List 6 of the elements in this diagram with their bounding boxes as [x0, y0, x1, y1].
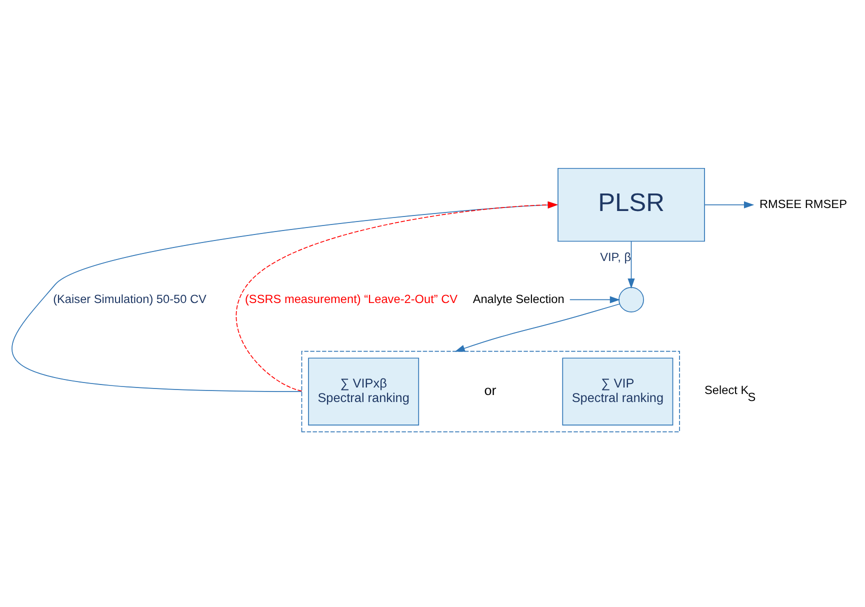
node-text: Analyte Selection — [472, 292, 564, 306]
label: or — [484, 382, 496, 398]
edge-label: (SSRS measurement) “Leave-2-Out” CV — [244, 292, 458, 306]
edge-label: VIP, β — [600, 250, 632, 264]
node-text: RMSEE RMSEP — [759, 196, 847, 211]
edge-label: (Kaiser Simulation) 50-50 CV — [53, 292, 206, 306]
